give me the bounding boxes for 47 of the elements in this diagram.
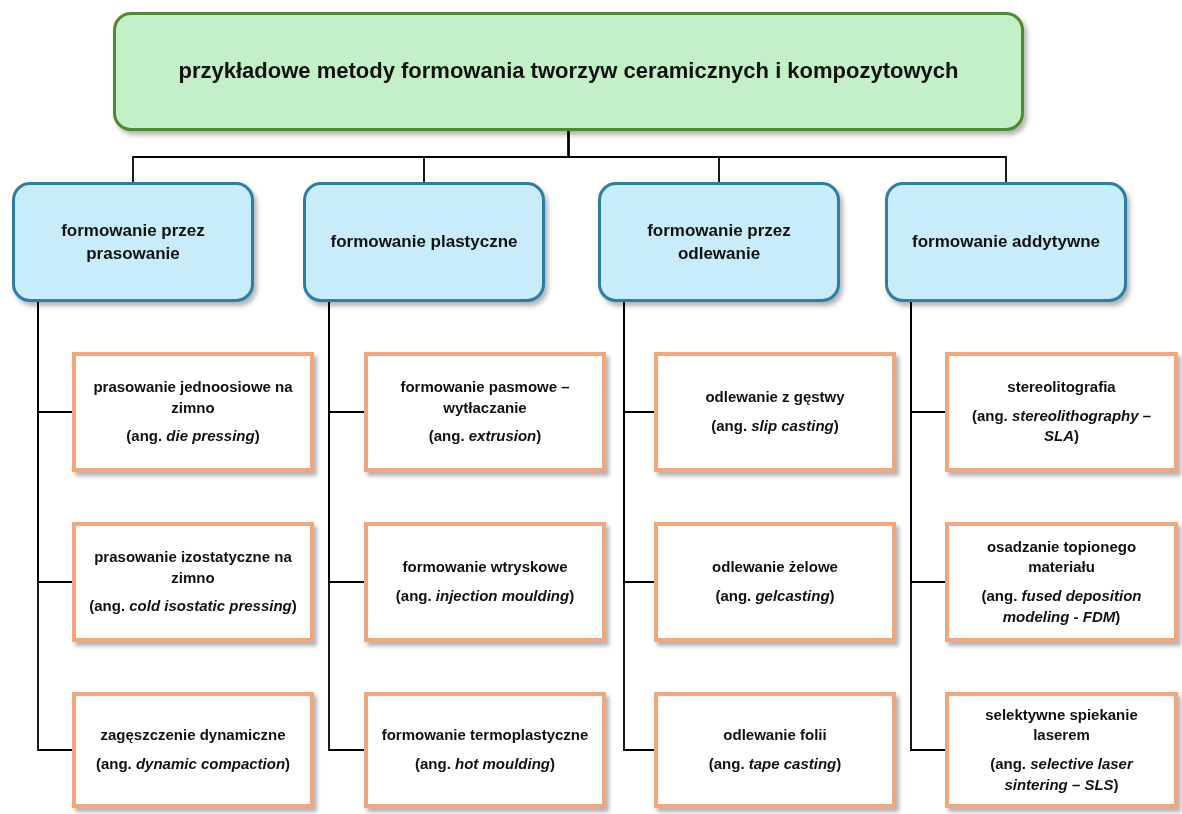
english-term: (ang. fused deposition modeling - FDM) [980,586,1143,627]
node-label: formowanie pasmowe – wytłaczanie [399,377,571,418]
node-label: odlewanie żelowe [712,557,838,578]
method-box [72,352,314,472]
english-term: (ang. extrusion) [428,426,542,447]
method-box [945,692,1178,808]
node-label: formowanie przez odlewanie [646,219,792,265]
node-label: odlewanie folii [723,725,827,746]
english-term: (ang. injection moulding) [395,586,575,606]
node-label: stereolitografia [1007,377,1116,398]
method-box [72,522,314,642]
method-box [945,352,1178,472]
english-term: (ang. cold isostatic pressing) [89,596,297,617]
english-term: (ang. die pressing) [126,426,260,447]
category-box [303,182,545,302]
method-box [654,522,896,642]
node-label: selektywne spiekanie laserem [984,704,1139,746]
node-label: formowanie wtryskowe [402,557,568,578]
node-label: formowanie przez prasowanie [60,219,206,265]
connector-line [567,130,1007,183]
title-box [113,12,1024,131]
english-term: (ang. stereolithography – SLA) [970,405,1153,447]
category-box [885,182,1127,302]
method-box [654,352,896,472]
english-term: (ang. slip casting) [711,416,839,436]
english-term: (ang. selective laser sintering – SLS) [989,754,1135,795]
method-box [364,522,606,642]
method-box [364,352,606,472]
node-label: formowanie termoplastyczne [381,725,589,746]
category-box [598,182,840,302]
english-term: (ang. dynamic compaction) [95,754,291,774]
method-box [364,692,606,808]
node-label: przykładowe metody formowania tworzyw ceramicznych i kompozytowych [178,57,959,86]
category-box [12,182,254,302]
node-label: formowanie plastyczne [330,231,518,254]
node-label: osadzanie topionego materiału [985,536,1138,578]
node-label: prasowanie jednoosiowe na zimno [92,377,294,418]
node-label: formowanie addytywne [912,231,1100,254]
node-label: prasowanie izostatyczne na zimno [93,547,293,588]
node-label: zagęszczenie dynamiczne [100,725,286,746]
english-term: (ang. hot moulding) [415,754,555,774]
method-box [654,692,896,808]
node-label: odlewanie z gęstwy [705,387,845,408]
method-box [72,692,314,808]
english-term: (ang. gelcasting) [715,586,835,606]
method-box [945,522,1178,642]
english-term: (ang. tape casting) [708,754,842,774]
